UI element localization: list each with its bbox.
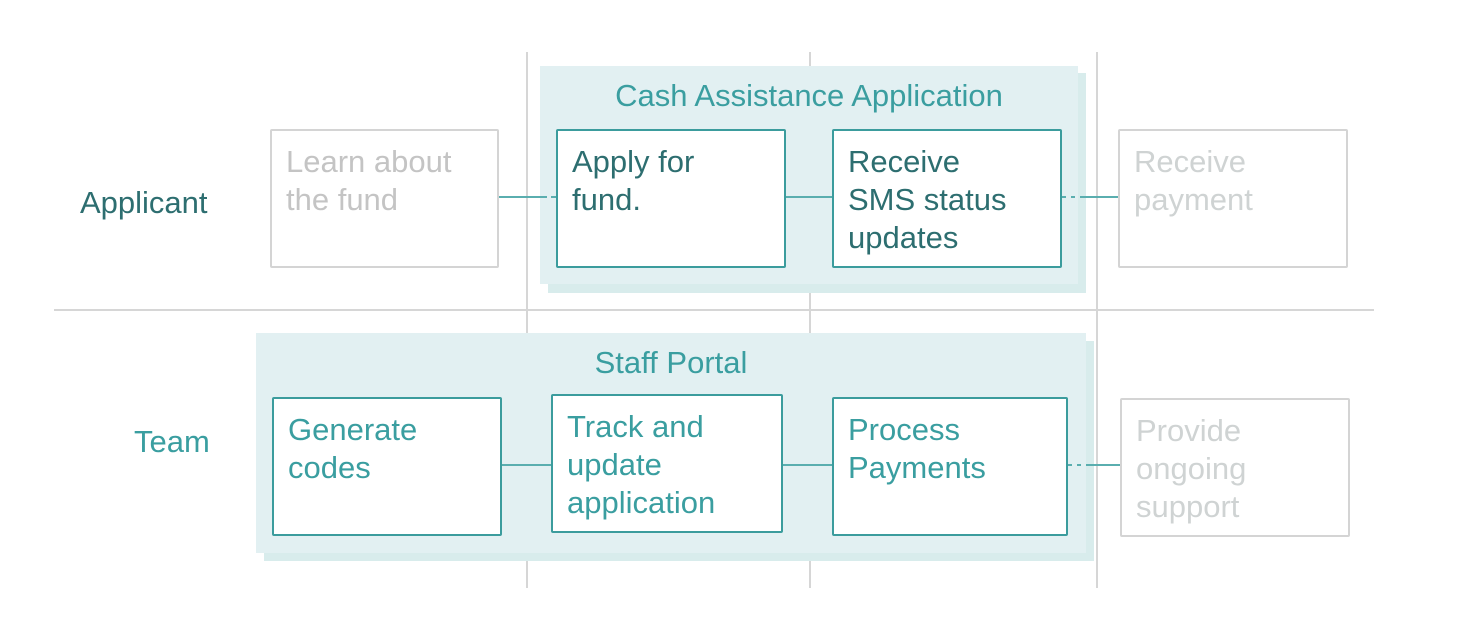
step-receive-sms-updates: Receive SMS status updates bbox=[832, 129, 1062, 268]
connector-process-support bbox=[1086, 464, 1122, 466]
connector-sms-payment bbox=[1080, 196, 1119, 198]
column-divider-3 bbox=[1096, 52, 1098, 588]
step-apply-for-fund: Apply for fund. bbox=[556, 129, 786, 268]
lane-divider bbox=[54, 309, 1374, 311]
step-process-payments: Process Payments bbox=[832, 397, 1068, 536]
step-receive-payment: Receive payment bbox=[1118, 129, 1348, 268]
step-provide-ongoing-support: Provide ongoing support bbox=[1120, 398, 1350, 537]
lane-label-applicant: Applicant bbox=[80, 185, 208, 220]
connector-learn-apply bbox=[499, 196, 541, 198]
lane-label-team: Team bbox=[134, 424, 210, 459]
step-learn-about-fund: Learn about the fund bbox=[270, 129, 499, 268]
connector-apply-sms bbox=[786, 196, 833, 198]
connector-track-process bbox=[783, 464, 833, 466]
step-generate-codes: Generate codes bbox=[272, 397, 502, 536]
connector-codes-track bbox=[502, 464, 552, 466]
staff-group-title: Staff Portal bbox=[594, 345, 748, 380]
connector-learn-apply-dash bbox=[541, 196, 557, 198]
cash-group-title: Cash Assistance Application bbox=[615, 78, 1003, 113]
connector-process-support-dash bbox=[1068, 464, 1086, 466]
column-divider-1 bbox=[526, 52, 528, 588]
column-divider-2 bbox=[809, 52, 811, 588]
step-track-update-application: Track and update application bbox=[551, 394, 783, 533]
connector-sms-payment-dash bbox=[1062, 196, 1080, 198]
